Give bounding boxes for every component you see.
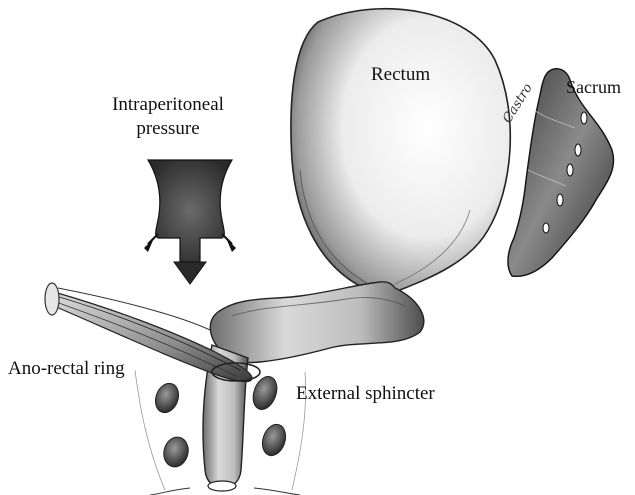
arrow-head-left <box>144 238 154 252</box>
sacral-foramen <box>557 194 563 206</box>
external-sphincter-label: External sphincter <box>296 382 435 406</box>
pressure-label-line2: pressure <box>88 117 248 141</box>
rectum <box>291 9 510 293</box>
rectum-label: Rectum <box>371 63 430 87</box>
sphincter-oval <box>152 380 183 416</box>
sacral-foramen <box>575 144 581 156</box>
arrow-head-right <box>226 238 236 252</box>
anorectal-ring-label: Ano-rectal ring <box>8 357 125 381</box>
sphincter-oval <box>249 373 281 412</box>
anorectal-junction <box>210 282 424 363</box>
sacrum-label: Sacrum <box>566 76 621 99</box>
sacral-foramen <box>581 112 587 124</box>
pressure-label-line1: Intraperitoneal <box>88 93 248 117</box>
sacral-foramen <box>567 164 573 176</box>
arrow-head-down <box>174 262 206 284</box>
sphincter-oval <box>259 421 290 458</box>
sphincter-oval <box>161 434 192 469</box>
pressure-arrow <box>144 160 236 284</box>
intraperitoneal-pressure-label: Intraperitoneal pressure <box>88 93 248 141</box>
sacral-foramen <box>543 223 549 233</box>
